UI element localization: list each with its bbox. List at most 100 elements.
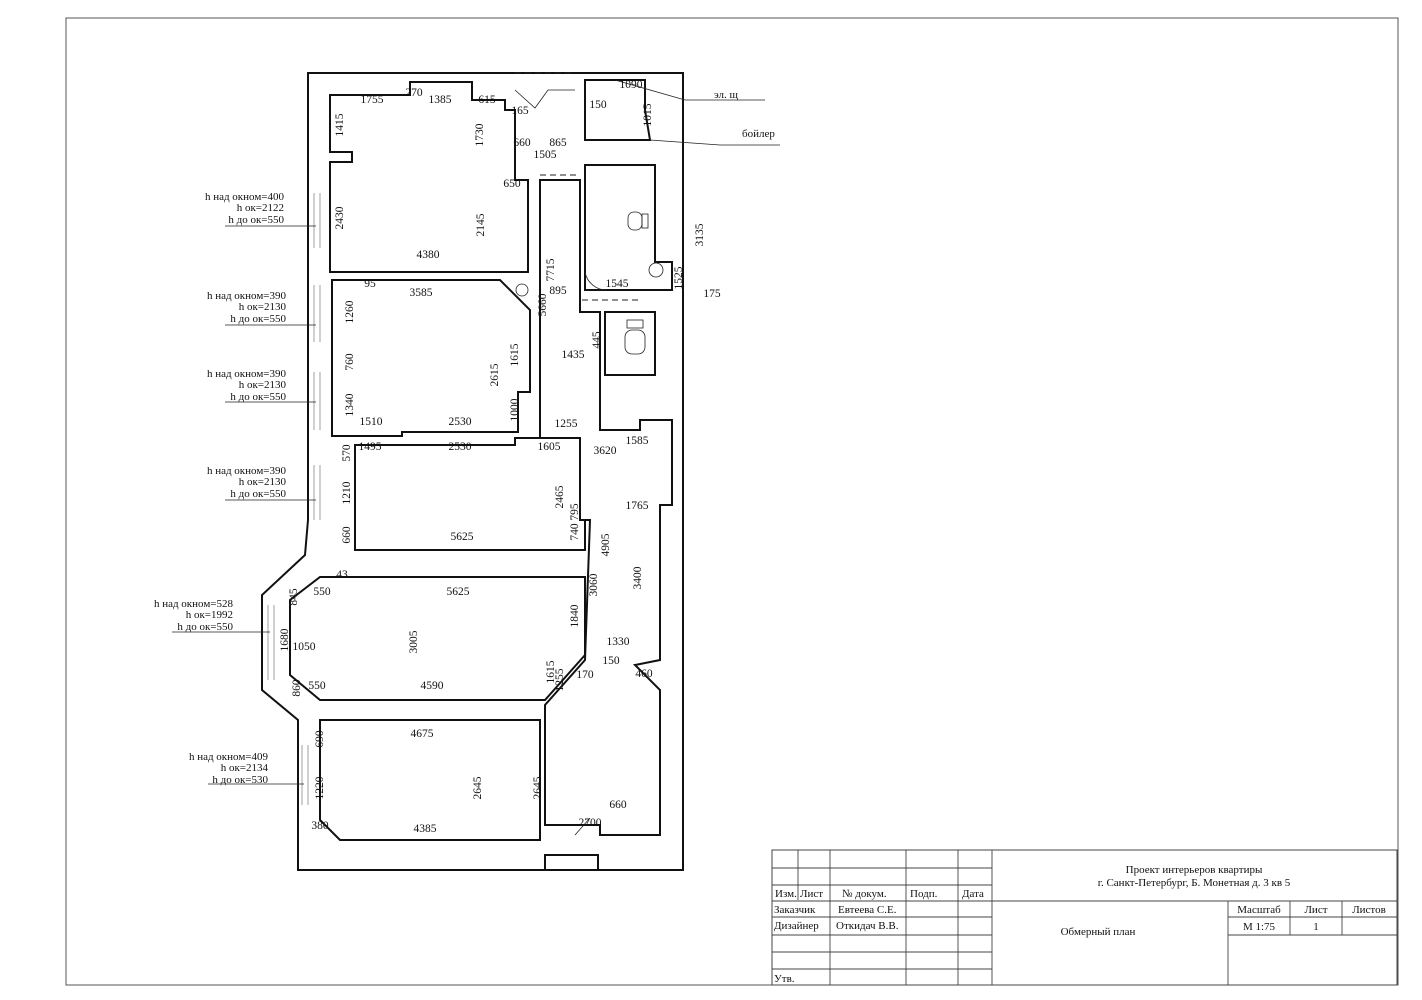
- dimension-label: 1525: [673, 266, 685, 289]
- header-doc: № докум.: [842, 888, 887, 900]
- scale-label: Масштаб: [1237, 904, 1281, 916]
- dimension-label: 1615: [509, 343, 521, 366]
- dimension-label: 3135: [694, 223, 706, 246]
- dimension-label: 845: [288, 588, 300, 606]
- scale-value: М 1:75: [1243, 921, 1276, 933]
- dimension-label: 3060: [588, 573, 600, 596]
- dimension-label: 2530: [449, 416, 472, 428]
- dimension-label: 3005: [408, 630, 420, 653]
- window-note: h ок=2130: [239, 379, 287, 391]
- dimension-label: 2645: [532, 776, 544, 799]
- entry-room: [584, 79, 652, 141]
- header-date: Дата: [962, 888, 984, 900]
- dimension-label: 1330: [607, 636, 630, 648]
- dimension-label: 445: [591, 331, 603, 349]
- window-note: h ок=2134: [221, 762, 269, 774]
- dimension-label: 1605: [538, 441, 561, 453]
- dimension-label: 1220: [314, 776, 326, 799]
- shower-drain-icon: [648, 262, 664, 278]
- dimension-label: 2530: [449, 441, 472, 453]
- dimension-label: 1585: [626, 435, 649, 447]
- dimension-label: 2615: [489, 363, 501, 386]
- window-note: h над окном=409: [189, 751, 269, 763]
- dimension-label: 660: [513, 137, 531, 149]
- dimension-label: 270: [405, 87, 423, 99]
- dimension-label: 1415: [334, 113, 346, 136]
- window-note: h ок=2130: [239, 476, 287, 488]
- dimension-label: 1510: [360, 416, 383, 428]
- dimension-label: 1260: [344, 300, 356, 323]
- dimension-label: 170: [576, 669, 594, 681]
- window-note: h ок=2122: [237, 202, 284, 214]
- dimension-label: 95: [364, 278, 376, 290]
- window-notes: h над окном=400 h ок=2122 h до ок=550 h …: [154, 191, 287, 786]
- dimension-label: 795: [569, 503, 581, 521]
- riser-icon: [515, 283, 529, 297]
- dimension-label: 4675: [411, 728, 434, 740]
- customer-role: Заказчик: [774, 904, 816, 916]
- leader-lines: [172, 79, 780, 785]
- dimension-label: 1210: [341, 481, 353, 504]
- window-note: h до ок=550: [230, 313, 286, 325]
- dimension-label: 2465: [554, 485, 566, 508]
- window-note: h ок=1992: [186, 609, 233, 621]
- dimension-label: 5625: [451, 531, 474, 543]
- dimension-label: 1545: [606, 278, 629, 290]
- dimension-label: 1615: [545, 660, 557, 683]
- window-note: h до ок=550: [177, 621, 233, 633]
- dimension-label: 660: [341, 526, 353, 544]
- dimension-label: 5625: [447, 586, 470, 598]
- boiler-label: бойлер: [742, 128, 775, 140]
- dimension-label: 1435: [562, 349, 585, 361]
- dimension-label: 1495: [359, 441, 382, 453]
- bathroom: [584, 164, 673, 291]
- window-note: h до ок=550: [230, 391, 286, 403]
- designer-role: Дизайнер: [774, 920, 819, 932]
- dimension-label: 865: [549, 137, 567, 149]
- dimension-label: 460: [635, 668, 653, 680]
- sheet-frame: [65, 17, 1399, 986]
- dimension-label: 1730: [474, 123, 486, 146]
- dimension-label: 860: [291, 679, 303, 697]
- room-2: [331, 279, 531, 437]
- dimension-label: 1505: [534, 149, 557, 161]
- dimension-label: 550: [308, 680, 326, 692]
- dimension-label: 43: [336, 569, 348, 581]
- room-1: [329, 81, 529, 273]
- windows: [267, 193, 321, 805]
- dimension-label: 1090: [620, 79, 643, 91]
- dimension-label: 760: [344, 353, 356, 371]
- window-note: h над окном=390: [207, 465, 287, 477]
- window-note: h до ок=530: [212, 774, 268, 786]
- dimension-label: 1015: [642, 103, 654, 126]
- dimension-label: 550: [313, 586, 331, 598]
- dimension-label: 660: [609, 799, 627, 811]
- dimension-label: 1755: [361, 94, 384, 106]
- dimension-label: 1840: [569, 604, 581, 627]
- entrance-door: [574, 817, 591, 836]
- dimension-label: 2645: [472, 776, 484, 799]
- project-address: г. Санкт-Петербург, Б. Монетная д. 3 кв …: [1098, 877, 1291, 889]
- sheets-label: Листов: [1352, 904, 1386, 916]
- dimension-label: 1255: [555, 418, 578, 430]
- door-swing: [584, 271, 608, 291]
- toilet: [604, 311, 656, 376]
- header-sign: Подп.: [910, 888, 938, 900]
- dimension-label: 150: [602, 655, 620, 667]
- window-note: h до ок=550: [228, 214, 284, 226]
- window-note: h над окном=390: [207, 368, 287, 380]
- dimension-label: 3400: [632, 566, 644, 589]
- header-izm: Изм.: [775, 888, 797, 900]
- sheet-title: Обмерный план: [1061, 926, 1136, 938]
- dimension-label: 895: [549, 285, 567, 297]
- window-note: h над окном=528: [154, 598, 234, 610]
- dimension-label: 3585: [410, 287, 433, 299]
- project-title: Проект интерьеров квартиры: [1126, 864, 1263, 876]
- dimension-label: 740: [569, 523, 581, 541]
- dimension-label: 5660: [537, 293, 549, 316]
- dimension-label: 150: [589, 99, 607, 111]
- toilet-icon: [624, 319, 646, 355]
- dimension-label: 380: [311, 820, 329, 832]
- window-note: h над окном=400: [205, 191, 285, 203]
